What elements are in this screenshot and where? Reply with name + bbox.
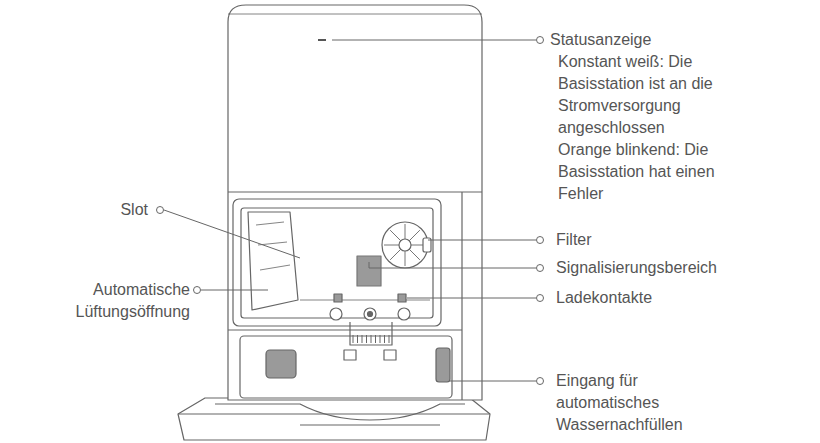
part-label: Filter — [556, 229, 756, 251]
comb-tooth — [357, 335, 358, 343]
charging-contact — [398, 294, 406, 302]
status-note: Konstant weiß: Die Basisstation ist an d… — [558, 51, 733, 139]
part-label: Slot — [40, 199, 148, 221]
leader-lines — [157, 37, 544, 385]
part-label: Eingang für automatisches Wassernachfüll… — [556, 370, 706, 436]
comb-tooth — [389, 335, 390, 343]
status-note: Orange blinkend: Die Basisstation hat ei… — [558, 139, 733, 205]
comb-tooth — [362, 335, 363, 343]
charging-contact — [334, 294, 342, 302]
station-body — [228, 5, 482, 400]
dust-window — [233, 199, 441, 326]
comb-tooth — [371, 335, 372, 343]
filter-spoke — [409, 230, 420, 241]
comb-tooth — [384, 335, 385, 343]
filter-spoke — [390, 249, 401, 260]
filter-spoke — [405, 251, 406, 266]
status-label: Statusanzeige — [550, 29, 810, 51]
comb-tooth — [375, 335, 376, 343]
filter-spoke — [409, 249, 420, 260]
part-label: Automatische Lüftungsöffnung — [18, 279, 190, 323]
status-light — [318, 39, 326, 41]
part-label: Signalisierungsbereich — [556, 257, 811, 279]
signal-area — [357, 256, 381, 286]
filter-spoke — [384, 245, 399, 246]
part-label: Ladekontakte — [556, 287, 756, 309]
filter-symbol — [382, 222, 428, 268]
water-inlet — [436, 348, 450, 382]
base-tray — [178, 398, 490, 440]
dust-bag — [248, 212, 298, 310]
comb-tooth — [380, 335, 381, 343]
vent-opening — [266, 350, 296, 378]
comb-tooth — [366, 335, 367, 343]
filter-spoke — [390, 230, 401, 241]
comb-tooth — [353, 335, 354, 343]
filter-spoke — [405, 224, 406, 239]
